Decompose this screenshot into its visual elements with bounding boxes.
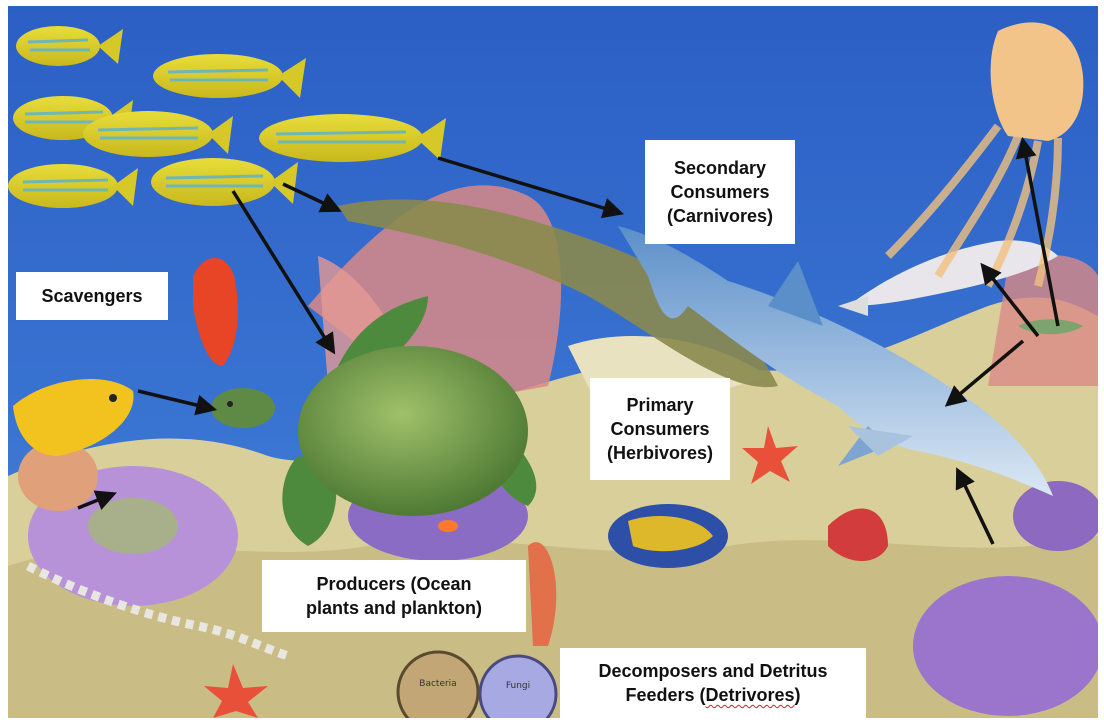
ocean-scene-illustration: Bacteria Fungi (8, 6, 1098, 718)
decomposers-suffix: ) (795, 685, 801, 705)
primary-line-3: (Herbivores) (600, 441, 720, 465)
decomposers-line-2: Feeders (Detrivores) (570, 683, 856, 707)
secondary-line-3: (Carnivores) (655, 204, 785, 228)
decomposers-prefix: Feeders ( (625, 685, 705, 705)
secondary-consumers-label: Secondary Consumers (Carnivores) (645, 140, 795, 244)
detrivores-word: Detrivores (706, 685, 795, 705)
producers-label: Producers (Ocean plants and plankton) (262, 560, 526, 632)
primary-line-2: Consumers (600, 417, 720, 441)
bacteria-circle-label: Bacteria (419, 679, 456, 689)
producers-line-2: plants and plankton) (272, 596, 516, 620)
clownfish (438, 520, 458, 532)
primary-line-1: Primary (600, 393, 720, 417)
secondary-line-2: Consumers (655, 180, 785, 204)
primary-consumers-label: Primary Consumers (Herbivores) (590, 378, 730, 480)
producers-line-1: Producers (Ocean (272, 572, 516, 596)
scavengers-label: Scavengers (16, 272, 168, 320)
blue-yellow-fish (608, 504, 728, 568)
decomposers-line-1: Decomposers and Detritus (570, 659, 856, 683)
secondary-line-1: Secondary (655, 156, 785, 180)
fungi-circle-label: Fungi (506, 681, 530, 691)
scavengers-text: Scavengers (26, 284, 158, 308)
decomposers-label: Decomposers and Detritus Feeders (Detriv… (560, 648, 866, 718)
